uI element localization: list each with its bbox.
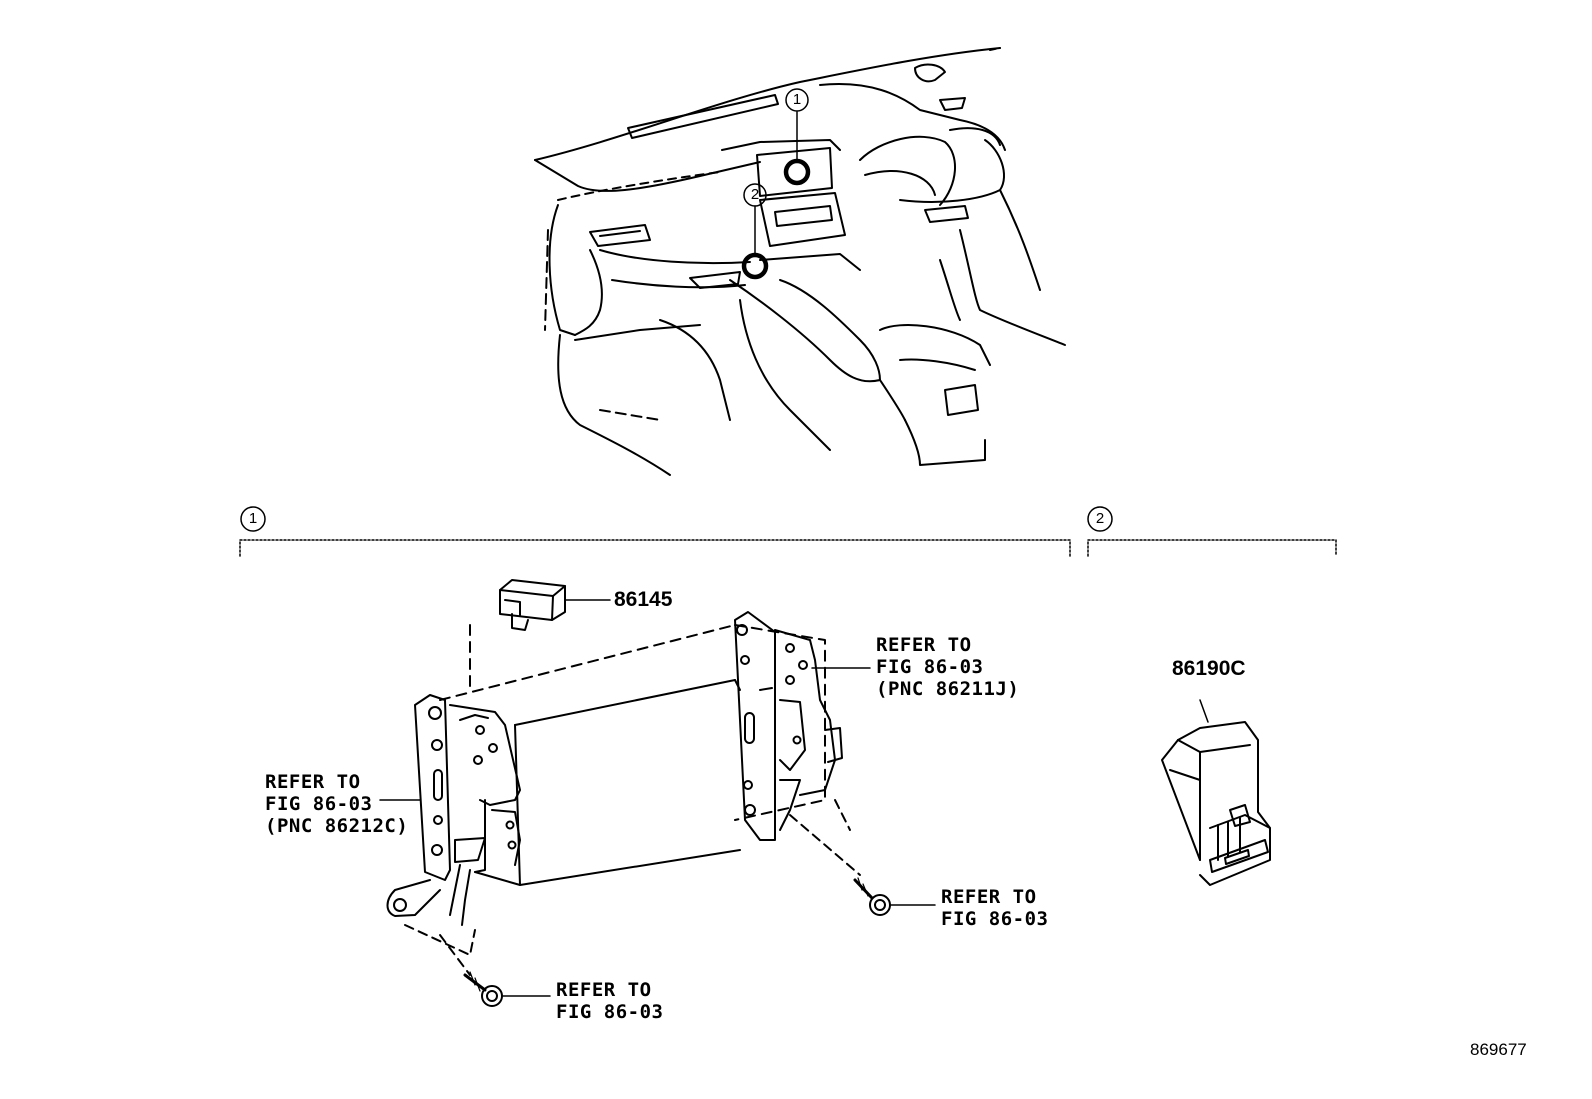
reference-line: FIG 86-03 — [876, 656, 984, 678]
main-unit-drawing — [379, 611, 936, 1007]
reference-line: REFER TO — [941, 886, 1037, 908]
callout-circle-1-section — [240, 506, 266, 532]
reference-note-right-bolt[interactable]: REFER TO FIG 86-03 — [941, 886, 1048, 930]
usb-port-86190c-drawing — [1161, 699, 1271, 886]
locator-marker-1 — [783, 158, 811, 186]
reference-note-left[interactable]: REFER TO FIG 86-03 (PNC 86212C) — [265, 771, 408, 837]
reference-line: REFER TO — [556, 979, 652, 1001]
callout-number-2-top: 2 — [750, 186, 760, 203]
reference-note-bottom-bolt[interactable]: REFER TO FIG 86-03 — [556, 979, 663, 1023]
reference-line: REFER TO — [876, 634, 972, 656]
reference-line: FIG 86-03 — [556, 1001, 664, 1023]
reference-line: FIG 86-03 — [265, 793, 373, 815]
part-number-usb-port[interactable]: 86190C — [1172, 657, 1246, 680]
dashboard-overview-drawing — [534, 47, 1066, 476]
reference-line: REFER TO — [265, 771, 361, 793]
callout-number-1-section: 1 — [248, 510, 258, 527]
callout-circle-2-top — [743, 183, 767, 207]
part-number-relay[interactable]: 86145 — [614, 588, 673, 611]
reference-line: FIG 86-03 — [941, 908, 1049, 930]
callout-number-1-top: 1 — [792, 91, 802, 108]
section-brackets — [239, 506, 1337, 557]
callout-number-2-section: 2 — [1095, 510, 1105, 527]
illustration-id: 869677 — [1470, 1040, 1527, 1059]
locator-marker-2 — [741, 252, 769, 280]
reference-line: (PNC 86212C) — [265, 815, 409, 837]
callout-circle-1-top — [785, 88, 809, 112]
reference-line: (PNC 86211J) — [876, 678, 1020, 700]
reference-note-upper-right[interactable]: REFER TO FIG 86-03 (PNC 86211J) — [876, 634, 1019, 700]
callout-circle-2-section — [1087, 506, 1113, 532]
relay-86145-drawing — [469, 579, 611, 691]
